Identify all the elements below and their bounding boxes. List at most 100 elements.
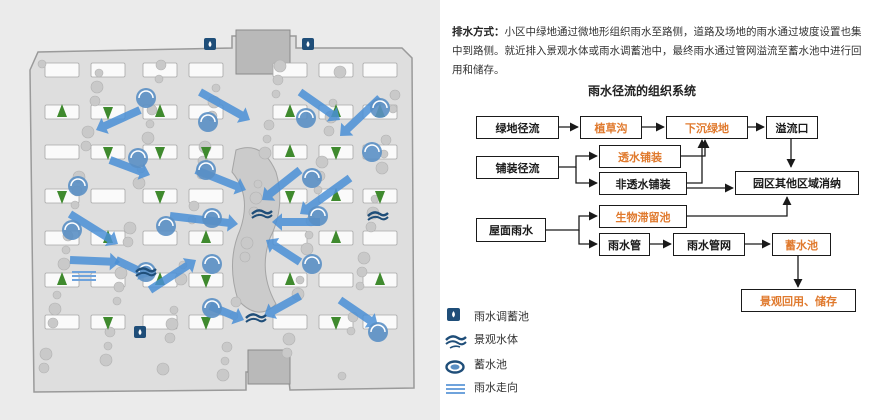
rain-flow-arrow	[297, 88, 340, 122]
description-line-2: 中到路侧。就近排入景观水体或雨水调蓄池中，最终雨水通过管网溢流至蓄水池中进行回	[452, 45, 862, 57]
storage-pool-swirl	[70, 178, 86, 187]
drainage-slope-marker	[285, 272, 295, 285]
tree-canopy	[282, 332, 296, 346]
building-block	[362, 230, 398, 246]
site-boundary	[29, 35, 415, 393]
tree-canopy	[47, 317, 59, 329]
legend-flow-direction-icon	[446, 384, 465, 394]
drainage-slope-marker	[201, 275, 211, 288]
tree-canopy	[295, 275, 305, 285]
tree-canopy	[230, 296, 242, 308]
arrow-paving-to-permeable	[559, 151, 598, 168]
landscape-water-icon	[245, 313, 267, 319]
arrow-roof-to-bio	[546, 211, 598, 231]
tree-canopy	[94, 68, 104, 78]
node-permeable-paving: 透水铺装	[599, 145, 681, 168]
node-grass-swale: 植草沟	[580, 116, 642, 139]
tree-canopy	[156, 362, 170, 376]
building-block	[272, 230, 308, 246]
tree-canopy	[123, 221, 137, 235]
tree-canopy	[61, 245, 71, 255]
storage-pool-swirl	[64, 222, 80, 231]
description-line-3: 用和储存。	[452, 64, 505, 76]
drainage-slope-marker	[331, 317, 341, 330]
flow-connectors	[546, 122, 803, 288]
rain-flow-arrow	[147, 258, 196, 294]
tree-canopy	[389, 89, 401, 101]
legend-landscape-water-icon	[445, 335, 467, 349]
drainage-slope-marker	[285, 144, 295, 157]
tree-canopy	[188, 200, 200, 212]
tree-canopy	[70, 200, 80, 210]
node-pipe-network: 雨水管网	[673, 233, 745, 256]
tree-canopy	[220, 356, 230, 366]
storage-pool-swirl	[364, 144, 380, 153]
tree-canopy	[300, 242, 314, 256]
rain-flow-arrow	[108, 156, 150, 180]
tree-canopy	[315, 155, 329, 169]
rain-flow-arrow	[264, 292, 302, 319]
tree-canopy	[221, 341, 233, 353]
storage-pool-swirl	[204, 210, 220, 219]
tree-canopy	[165, 317, 179, 331]
tree-canopy	[281, 347, 293, 359]
drainage-slope-marker	[331, 188, 341, 201]
tree-canopy	[112, 296, 122, 306]
storage-pool-swirl	[304, 256, 320, 265]
tree-canopy	[240, 236, 254, 250]
tree-canopy	[52, 290, 62, 300]
node-nonpermeable-paving: 非透水铺装	[599, 172, 687, 195]
tree-canopy	[323, 125, 335, 137]
drainage-slope-marker	[201, 317, 211, 330]
node-park-absorb: 园区其他区域消纳	[735, 171, 859, 195]
tree-canopy	[333, 65, 347, 79]
storage-pool-swirl	[138, 90, 154, 99]
rain-flow-arrow	[198, 88, 250, 123]
rain-flow-arrow	[96, 106, 142, 134]
building-block	[188, 188, 224, 204]
drainage-slope-marker	[375, 191, 385, 204]
tree-canopy	[99, 353, 113, 367]
regulation-tank-drop	[208, 41, 212, 47]
storage-pool-swirl	[304, 170, 320, 179]
tree-canopy	[271, 89, 281, 99]
drainage-slope-marker	[331, 230, 341, 243]
rain-flow-arrow	[272, 213, 320, 231]
tree-canopy	[388, 104, 398, 114]
tree-canopy	[380, 134, 392, 146]
landscape-water-icon	[251, 213, 273, 219]
tree-canopy	[211, 83, 221, 93]
plan-base	[0, 0, 440, 420]
drainage-slope-marker	[103, 147, 113, 160]
tree-canopy	[155, 59, 167, 71]
node-green-runoff: 绿地径流	[476, 116, 559, 139]
legend-storage-pool-label: 蓄水池	[474, 358, 507, 371]
tree-canopy	[80, 140, 92, 152]
node-paving-runoff: 铺装径流	[476, 156, 559, 179]
rain-flow-arrow	[300, 174, 353, 216]
tree-canopy	[39, 347, 53, 361]
description-label: 排水方式：	[452, 26, 505, 38]
tree-canopy	[216, 368, 230, 382]
storage-pool-swirl	[370, 324, 386, 333]
legend-landscape-water-label: 景观水体	[474, 333, 518, 346]
tree-canopy	[258, 146, 272, 160]
drainage-slope-marker	[155, 191, 165, 204]
legend-icons	[445, 308, 467, 394]
drainage-slope-marker	[155, 147, 165, 160]
tree-canopy	[89, 95, 101, 107]
rain-flow-arrow	[69, 252, 120, 271]
node-overflow: 溢流口	[766, 116, 818, 139]
tree-canopy	[169, 305, 179, 315]
building-block	[272, 314, 308, 330]
plan-icons	[62, 38, 390, 342]
node-reuse: 景观回用、储存	[741, 289, 856, 312]
node-sunken-green: 下沉绿地	[666, 116, 748, 139]
landscape-water-icon	[367, 215, 389, 221]
storage-pool-swirl	[158, 218, 174, 227]
flow-title: 雨水径流的组织系统	[588, 84, 697, 98]
storage-pool-swirl	[372, 100, 388, 109]
storage-pool-swirl	[130, 150, 146, 159]
node-bio-retention: 生物滞留池	[599, 205, 687, 228]
regulation-tank-drop	[138, 329, 142, 335]
